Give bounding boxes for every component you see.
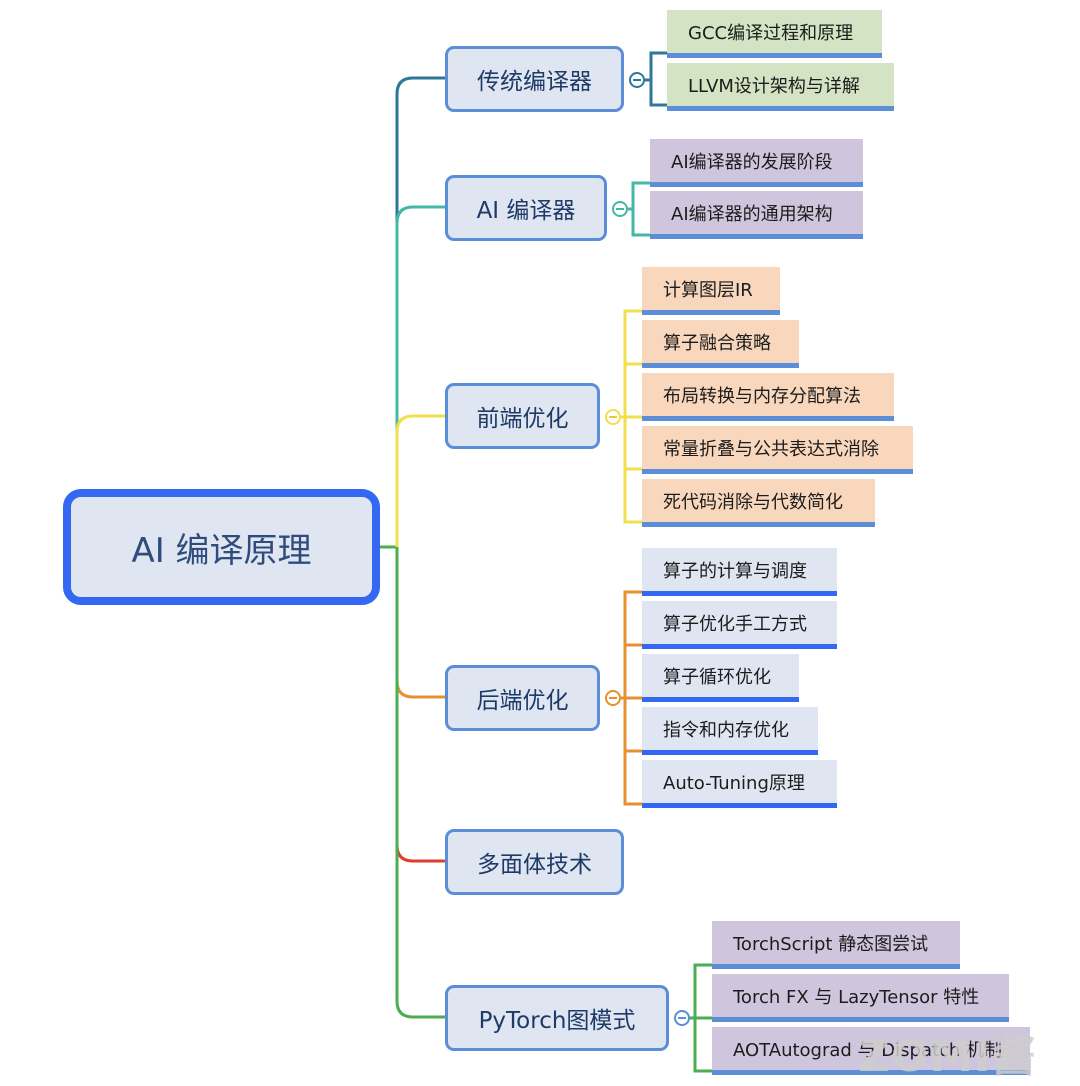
- leaf-label: Auto-Tuning原理: [663, 772, 805, 794]
- leaf-aotautograd[interactable]: AOTAutograd 与 Dispatch 机制: [712, 1027, 1030, 1075]
- leaf-label: 算子优化手工方式: [663, 613, 807, 635]
- bracket-ai-compiler: [628, 181, 650, 237]
- leaf-label: GCC编译过程和原理: [688, 22, 854, 44]
- branch-label: 前端优化: [476, 406, 569, 432]
- branch-polyhedral[interactable]: 多面体技术: [445, 829, 624, 895]
- leaf-ai-compiler-stages[interactable]: AI编译器的发展阶段: [650, 139, 863, 187]
- leaf-ai-compiler-architecture[interactable]: AI编译器的通用架构: [650, 191, 863, 239]
- branch-label: PyTorch图模式: [478, 1008, 636, 1034]
- leaf-label: LLVM设计架构与详解: [688, 75, 860, 97]
- branch-label: 后端优化: [476, 688, 569, 714]
- leaf-op-fusion[interactable]: 算子融合策略: [642, 320, 799, 368]
- bracket-frontend: [621, 309, 642, 524]
- leaf-label: 算子循环优化: [663, 666, 771, 688]
- root-node[interactable]: AI 编译原理: [63, 489, 380, 605]
- branch-frontend-optimization[interactable]: 前端优化: [445, 383, 600, 449]
- branch-traditional-compiler[interactable]: 传统编译器: [445, 46, 624, 112]
- collapse-toggle-icon[interactable]: [605, 409, 621, 425]
- leaf-layout-memory[interactable]: 布局转换与内存分配算法: [642, 373, 894, 421]
- edge-backend: [395, 547, 445, 699]
- leaf-label: 算子融合策略: [663, 332, 771, 354]
- leaf-torchscript[interactable]: TorchScript 静态图尝试: [712, 921, 960, 969]
- leaf-instruction-memory[interactable]: 指令和内存优化: [642, 707, 818, 755]
- leaf-label: 计算图层IR: [663, 279, 753, 301]
- leaf-constant-folding[interactable]: 常量折叠与公共表达式消除: [642, 426, 913, 474]
- leaf-dead-code[interactable]: 死代码消除与代数简化: [642, 479, 875, 527]
- branch-label: 多面体技术: [477, 852, 592, 878]
- branch-pytorch-graph-mode[interactable]: PyTorch图模式: [445, 985, 669, 1051]
- leaf-llvm[interactable]: LLVM设计架构与详解: [667, 63, 894, 111]
- leaf-op-manual-optimization[interactable]: 算子优化手工方式: [642, 601, 837, 649]
- watermark-text: ZOMI酱: [858, 1031, 1037, 1082]
- edge-polyhedral: [395, 547, 445, 863]
- branch-label: 传统编译器: [477, 69, 592, 95]
- leaf-label: 常量折叠与公共表达式消除: [663, 438, 879, 460]
- collapse-toggle-icon[interactable]: [674, 1010, 690, 1026]
- edge-traditional: [395, 76, 445, 547]
- leaf-op-compute-schedule[interactable]: 算子的计算与调度: [642, 548, 837, 596]
- leaf-gcc[interactable]: GCC编译过程和原理: [667, 10, 882, 58]
- leaf-label: TorchScript 静态图尝试: [733, 933, 929, 955]
- leaf-label: Torch FX 与 LazyTensor 特性: [733, 986, 980, 1008]
- branch-ai-compiler[interactable]: AI 编译器: [445, 175, 607, 241]
- collapse-toggle-icon[interactable]: [605, 690, 621, 706]
- root-label: AI 编译原理: [131, 530, 312, 571]
- branch-backend-optimization[interactable]: 后端优化: [445, 665, 600, 731]
- edge-pytorch: [395, 547, 445, 1019]
- bracket-backend: [621, 590, 642, 806]
- bracket-pytorch: [690, 963, 712, 1073]
- leaf-auto-tuning[interactable]: Auto-Tuning原理: [642, 760, 837, 808]
- edge-ai-compiler: [395, 205, 445, 547]
- leaf-graph-ir[interactable]: 计算图层IR: [642, 267, 780, 315]
- leaf-label: AOTAutograd 与 Dispatch 机制: [733, 1039, 1003, 1061]
- bracket-traditional: [645, 51, 667, 107]
- branch-label: AI 编译器: [476, 198, 576, 224]
- leaf-torch-fx-lazytensor[interactable]: Torch FX 与 LazyTensor 特性: [712, 974, 1009, 1022]
- collapse-toggle-icon[interactable]: [629, 72, 645, 88]
- edge-frontend: [395, 414, 445, 547]
- leaf-op-loop-optimization[interactable]: 算子循环优化: [642, 654, 799, 702]
- leaf-label: 布局转换与内存分配算法: [663, 385, 861, 407]
- collapse-toggle-icon[interactable]: [612, 201, 628, 217]
- leaf-label: AI编译器的发展阶段: [671, 151, 833, 173]
- leaf-label: 算子的计算与调度: [663, 560, 807, 582]
- watermark-logo: ZOMI酱: [858, 1022, 1066, 1082]
- leaf-label: 死代码消除与代数简化: [663, 491, 843, 513]
- leaf-label: AI编译器的通用架构: [671, 203, 833, 225]
- leaf-label: 指令和内存优化: [663, 719, 789, 741]
